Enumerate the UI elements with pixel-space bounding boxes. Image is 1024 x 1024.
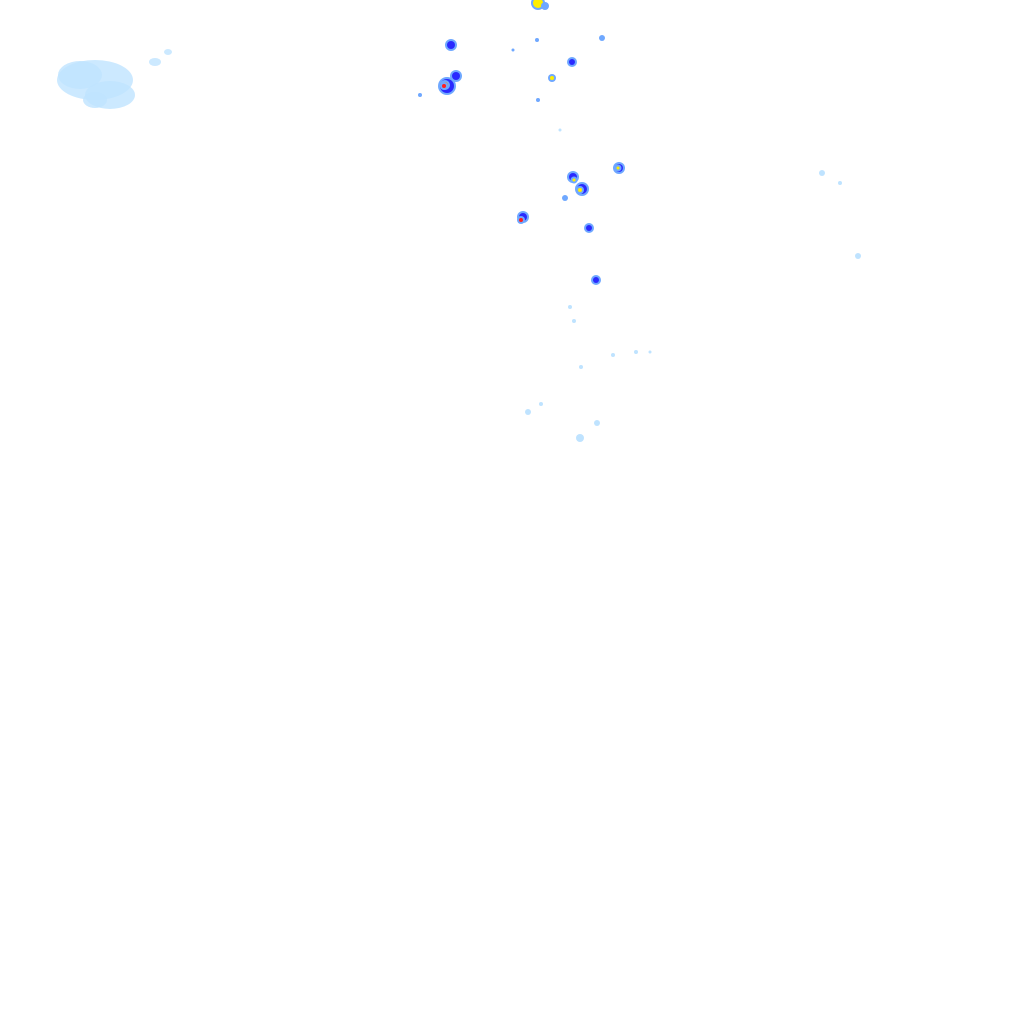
- precip-strong-cell: [447, 41, 455, 49]
- precip-heavy-cell: [533, 0, 543, 8]
- precip-heavy-cell: [572, 178, 576, 182]
- precip-medium-cell: [541, 2, 549, 10]
- precip-extreme-cell: [442, 84, 446, 88]
- precip-light-cell: [611, 353, 615, 357]
- precip-light-cell: [579, 365, 583, 369]
- precip-light-cell: [525, 409, 531, 415]
- precip-medium-cell: [511, 48, 515, 52]
- precip-medium-cell: [536, 98, 540, 102]
- precip-medium-cell: [535, 38, 539, 42]
- precip-light-cell: [83, 92, 107, 108]
- precip-light-cell: [164, 49, 172, 55]
- precip-strong-cell: [452, 72, 460, 80]
- precip-heavy-cell: [616, 166, 620, 170]
- precip-light-cell: [634, 350, 638, 354]
- precip-light-cell: [855, 253, 861, 259]
- precip-medium-cell: [599, 35, 605, 41]
- precip-light-cell: [648, 350, 652, 354]
- precip-light-cell: [58, 61, 102, 89]
- precip-light-cell: [149, 58, 161, 66]
- precip-light-cell: [838, 181, 842, 185]
- precip-medium-cell: [562, 195, 568, 201]
- precip-light-cell: [558, 128, 562, 132]
- precip-heavy-cell: [578, 188, 582, 192]
- precip-extreme-cell: [519, 218, 523, 222]
- precip-light-cell: [539, 402, 543, 406]
- precip-strong-cell: [569, 59, 575, 65]
- precip-light-cell: [594, 420, 600, 426]
- precip-heavy-cell: [550, 76, 554, 80]
- precip-strong-cell: [593, 277, 599, 283]
- precip-strong-cell: [586, 225, 592, 231]
- precip-light-cell: [819, 170, 825, 176]
- precip-light-cell: [568, 305, 572, 309]
- precip-medium-cell: [418, 93, 422, 97]
- precip-light-cell: [576, 434, 584, 442]
- precip-light-cell: [572, 319, 576, 323]
